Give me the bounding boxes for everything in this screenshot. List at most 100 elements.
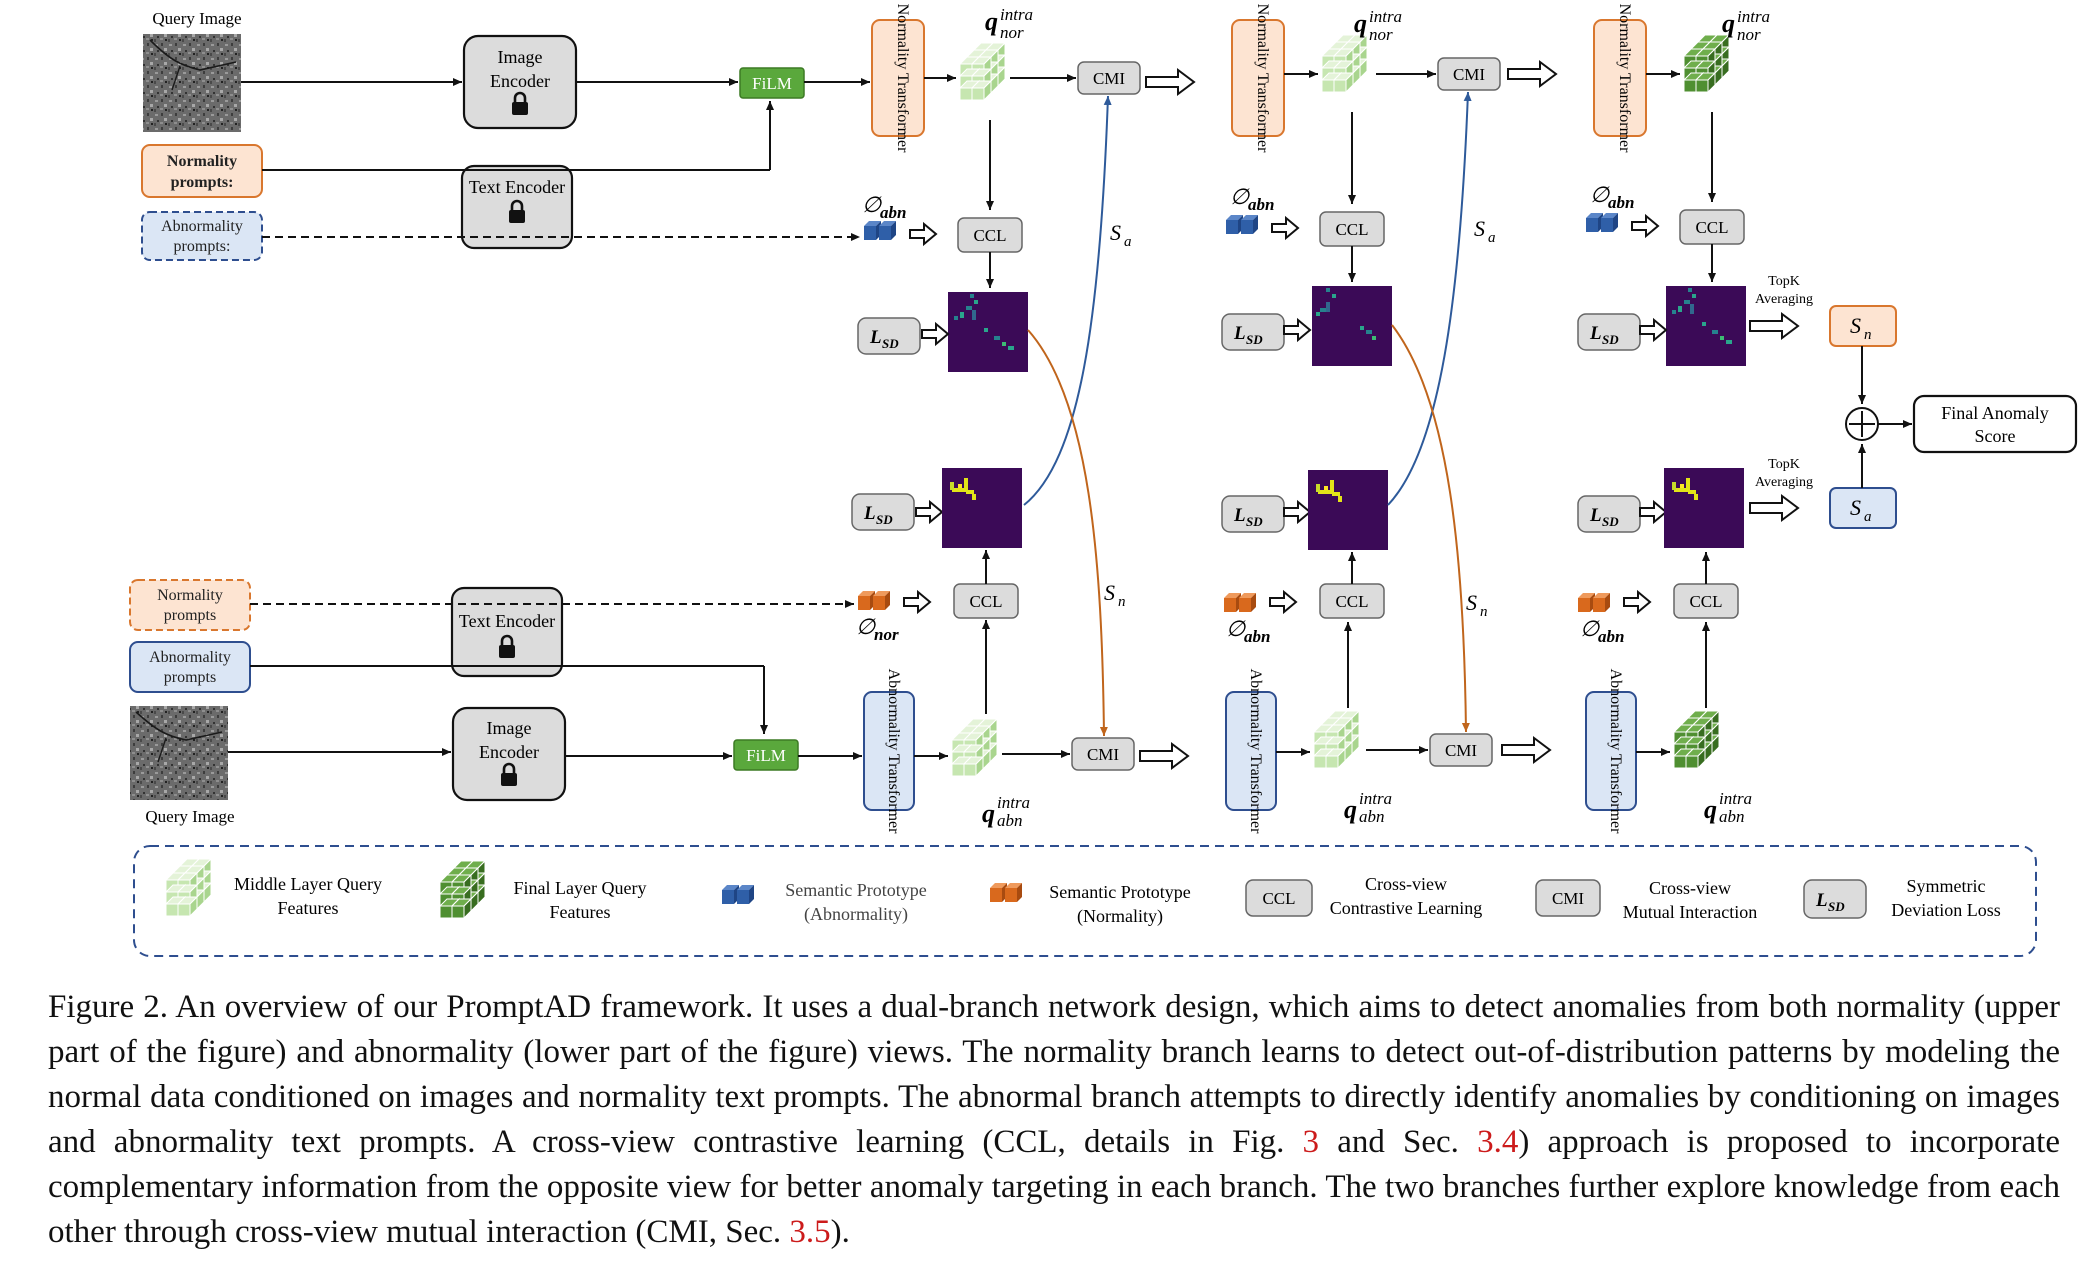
- legend-cmi: CMI Cross-view Mutual Interaction: [1535, 878, 1757, 922]
- fig-3-link[interactable]: 3: [1302, 1124, 1320, 1160]
- legend-middle-layer: Middle Layer Query Features: [166, 859, 382, 918]
- svg-text:S: S: [1466, 590, 1477, 615]
- lsd-top-2: L SD: [1221, 313, 1285, 351]
- legend-sem-abn: Semantic Prototype (Abnormality): [722, 880, 927, 925]
- svg-text:prompts: prompts: [164, 607, 216, 624]
- svg-text:CCL: CCL: [1689, 592, 1722, 611]
- q-nor-features-2: [1322, 35, 1367, 92]
- query-image-label-top: Query Image: [152, 9, 241, 28]
- phi-abn-label-1: ∅ abn: [862, 192, 906, 222]
- svg-text:Cross-view: Cross-view: [1365, 874, 1447, 894]
- svg-text:Final Layer Query: Final Layer Query: [514, 878, 647, 898]
- svg-text:SD: SD: [1246, 514, 1263, 529]
- svg-text:TopK: TopK: [1768, 274, 1800, 289]
- svg-text:∅: ∅: [1590, 182, 1610, 207]
- score-map-top-2: [1312, 286, 1392, 366]
- svg-text:CMI: CMI: [1087, 745, 1119, 764]
- svg-text:∅: ∅: [862, 192, 882, 217]
- svg-text:prompts:: prompts:: [174, 238, 231, 255]
- svg-text:a: a: [1124, 234, 1132, 250]
- cmi-bot-1: CMI: [1071, 737, 1135, 771]
- ccl-top-2: CCL: [1319, 211, 1385, 247]
- svg-text:Contrastive Learning: Contrastive Learning: [1330, 898, 1482, 918]
- svg-text:Semantic Prototype: Semantic Prototype: [785, 880, 926, 900]
- svg-text:CCL: CCL: [1335, 220, 1368, 239]
- svg-text:n: n: [1480, 604, 1488, 620]
- cmi-bot-2: CMI: [1429, 733, 1493, 767]
- sn-curve-2: [1391, 324, 1470, 733]
- svg-text:a: a: [1864, 509, 1872, 525]
- svg-text:Features: Features: [278, 898, 339, 918]
- svg-text:SD: SD: [1602, 514, 1619, 529]
- svg-text:Encoder: Encoder: [479, 742, 539, 762]
- svg-text:Abnormality Transformer: Abnormality Transformer: [1247, 669, 1264, 835]
- svg-text:intra: intra: [1000, 5, 1033, 24]
- q-abn-label-3: q intra abn: [1704, 789, 1752, 826]
- cmi-top-1: CMI: [1077, 61, 1141, 95]
- sec-3-5-link[interactable]: 3.5: [789, 1214, 831, 1250]
- svg-text:Score: Score: [1975, 426, 2016, 446]
- svg-text:n: n: [1118, 594, 1126, 610]
- svg-text:Mutual Interaction: Mutual Interaction: [1623, 902, 1757, 922]
- svg-text:Image: Image: [487, 718, 532, 738]
- svg-text:L: L: [1815, 890, 1828, 911]
- svg-text:q: q: [1344, 795, 1357, 824]
- sn-curve-1: [1027, 329, 1108, 737]
- ccl-bot-1: CCL: [953, 583, 1019, 619]
- svg-text:S: S: [1850, 313, 1861, 338]
- score-map-bot-1: [942, 468, 1022, 548]
- svg-text:TopK: TopK: [1768, 457, 1800, 472]
- text-encoder-bottom: Text Encoder: [450, 586, 564, 678]
- svg-text:q: q: [1354, 9, 1367, 38]
- svg-text:Abnormality: Abnormality: [161, 218, 243, 235]
- sn-score-box: S n: [1829, 305, 1897, 347]
- svg-text:L: L: [1233, 323, 1246, 344]
- svg-text:abn: abn: [1359, 807, 1385, 826]
- query-image-bottom: [130, 706, 228, 800]
- q-nor-label-1: q intra nor: [985, 5, 1033, 42]
- svg-text:intra: intra: [1737, 7, 1770, 26]
- svg-text:CMI: CMI: [1552, 889, 1584, 908]
- lsd-bot-1: L SD: [851, 493, 915, 531]
- svg-text:abn: abn: [1598, 627, 1624, 646]
- legend-lsd: L SD Symmetric Deviation Loss: [1803, 876, 2001, 920]
- abnormality-prompts-bottom: Abnormality prompts: [129, 641, 251, 693]
- sec-3-4-link[interactable]: 3.4: [1477, 1124, 1519, 1160]
- svg-text:q: q: [1704, 795, 1717, 824]
- svg-text:Averaging: Averaging: [1755, 292, 1813, 307]
- lsd-top-1: L SD: [857, 317, 921, 355]
- svg-text:CCL: CCL: [1335, 592, 1368, 611]
- phi-abn-bot-label-2: ∅ abn: [1226, 616, 1270, 646]
- svg-text:∅: ∅: [1226, 616, 1246, 641]
- score-map-top-1: [948, 292, 1028, 372]
- svg-text:Normality Transformer: Normality Transformer: [1616, 4, 1633, 154]
- sa-score-box: S a: [1829, 487, 1897, 529]
- proto-abn-top-1: [864, 221, 896, 240]
- ccl-top-3: CCL: [1679, 209, 1745, 245]
- legend-box: [133, 845, 2037, 957]
- q-nor-features-1: [960, 43, 1005, 100]
- sn-label-2: S n: [1466, 590, 1488, 620]
- sa-curve-2: [1387, 91, 1472, 506]
- cmi-top-2: CMI: [1437, 57, 1501, 91]
- svg-text:Averaging: Averaging: [1755, 475, 1813, 490]
- svg-text:CCL: CCL: [973, 226, 1006, 245]
- normality-prompts-top: Normality prompts:: [141, 144, 263, 198]
- ccl-bot-3: CCL: [1673, 583, 1739, 619]
- svg-text:∅: ∅: [1580, 616, 1600, 641]
- score-map-top-3: [1666, 286, 1746, 366]
- svg-text:S: S: [1850, 495, 1861, 520]
- svg-text:Semantic Prototype: Semantic Prototype: [1049, 882, 1190, 902]
- q-nor-label-3: q intra nor: [1722, 7, 1770, 44]
- normality-transformer-2: Normality Transformer: [1231, 4, 1285, 153]
- abnormality-transformer-2: Abnormality Transformer: [1225, 669, 1277, 835]
- svg-text:q: q: [1722, 9, 1735, 38]
- svg-text:a: a: [1488, 230, 1496, 246]
- svg-text:prompts: prompts: [164, 669, 216, 686]
- svg-text:SD: SD: [876, 512, 893, 527]
- svg-text:Deviation Loss: Deviation Loss: [1891, 900, 2001, 920]
- sa-label-2: S a: [1474, 216, 1496, 246]
- q-abn-features-2: [1314, 711, 1359, 768]
- svg-text:SD: SD: [1828, 899, 1845, 914]
- lsd-top-3: L SD: [1577, 313, 1641, 351]
